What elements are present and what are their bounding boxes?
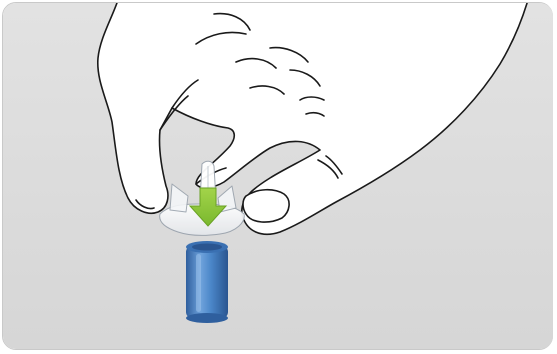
container-tube [186, 241, 228, 323]
